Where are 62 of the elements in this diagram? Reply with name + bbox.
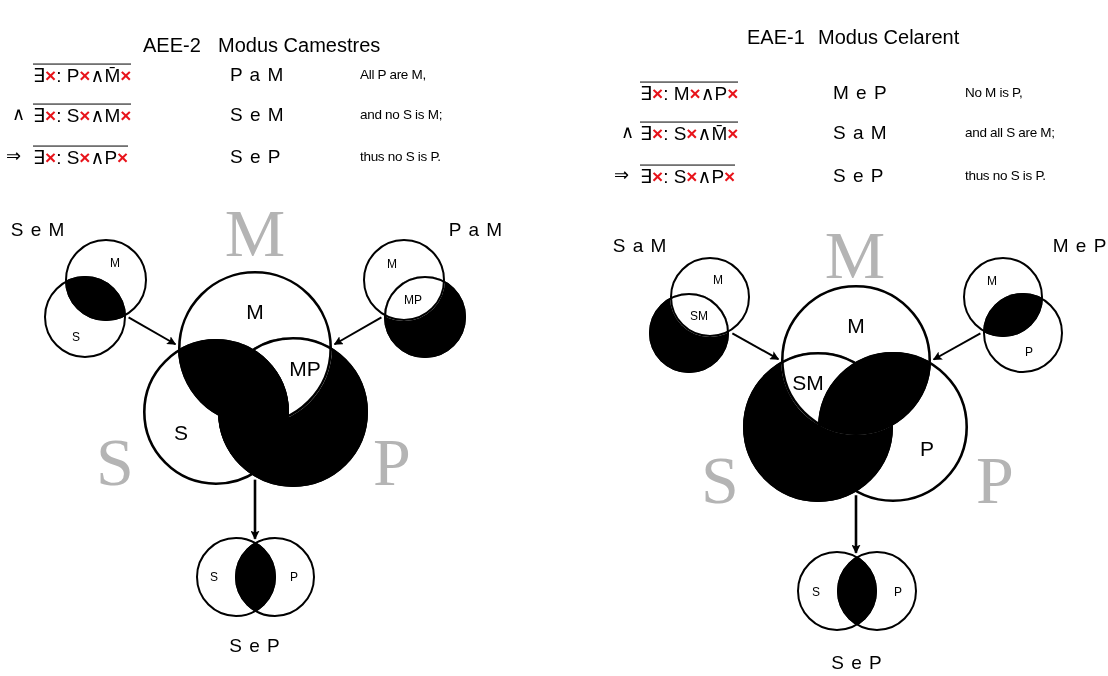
proposition: S e P — [230, 146, 282, 168]
arrow — [333, 316, 383, 346]
arrow — [127, 316, 177, 346]
proposition: S a M — [612, 235, 668, 255]
set-label: M — [246, 300, 264, 322]
set-label: M — [713, 274, 723, 286]
formula: ∃×: S×∧M× — [33, 103, 132, 127]
set-label: P — [290, 571, 298, 583]
proposition: P a M — [448, 219, 504, 239]
set-label: M — [847, 314, 865, 336]
arrow — [932, 332, 982, 361]
set-label: M — [987, 275, 997, 287]
set-letter: M — [824, 217, 886, 293]
formula: ∃×: M×∧P× — [640, 81, 739, 105]
set-letter: S — [96, 424, 134, 500]
set-label: M — [387, 258, 397, 270]
set-label: MP — [404, 294, 422, 306]
set-letter: S — [701, 442, 739, 518]
statement: and no S is M; — [360, 107, 443, 123]
set-label: S — [210, 571, 218, 583]
proposition: S a M — [833, 122, 888, 144]
arrow — [731, 332, 780, 361]
statement: thus no S is P. — [965, 168, 1046, 184]
heading: Modus Camestres — [218, 34, 381, 56]
set-label: P — [1025, 346, 1033, 358]
proposition: P a M — [230, 64, 285, 86]
operator: ⇒ — [614, 166, 630, 186]
proposition: M e P — [833, 82, 888, 104]
set-label: M — [110, 257, 120, 269]
proposition: S e M — [230, 104, 285, 126]
statement: No M is P, — [965, 85, 1023, 101]
set-label: S — [174, 421, 188, 443]
proposition: S e P — [833, 165, 885, 187]
statement: thus no S is P. — [360, 149, 441, 165]
set-label: P — [894, 586, 902, 598]
statement: and all S are M; — [965, 125, 1055, 141]
heading: EAE-1 — [747, 26, 805, 48]
proposition: S e P — [229, 635, 281, 655]
set-label: P — [920, 437, 934, 459]
arrow — [250, 479, 260, 540]
set-label: S — [72, 331, 80, 343]
statement: All P are M, — [360, 67, 426, 83]
operator: ⇒ — [6, 147, 22, 167]
arrow — [851, 495, 861, 554]
set-label: SM — [690, 310, 708, 322]
set-letter: P — [373, 424, 411, 500]
set-label: MP — [289, 357, 321, 379]
heading: Modus Celarent — [818, 26, 960, 48]
formula: ∃×: S×∧M̄× — [640, 121, 739, 145]
set-letter: M — [224, 195, 286, 271]
formula: ∃×: P×∧M̄× — [33, 63, 132, 87]
operator: ∧ — [12, 105, 26, 125]
set-letter: P — [976, 442, 1014, 518]
proposition: S e P — [831, 652, 883, 672]
set-label: S — [812, 586, 820, 598]
set-label: SM — [792, 371, 824, 393]
formula: ∃×: S×∧P× — [640, 164, 736, 188]
operator: ∧ — [621, 123, 635, 143]
heading: AEE-2 — [143, 34, 201, 56]
formula: ∃×: S×∧P× — [33, 145, 129, 169]
proposition: M e P — [1052, 235, 1108, 255]
proposition: S e M — [10, 219, 66, 239]
